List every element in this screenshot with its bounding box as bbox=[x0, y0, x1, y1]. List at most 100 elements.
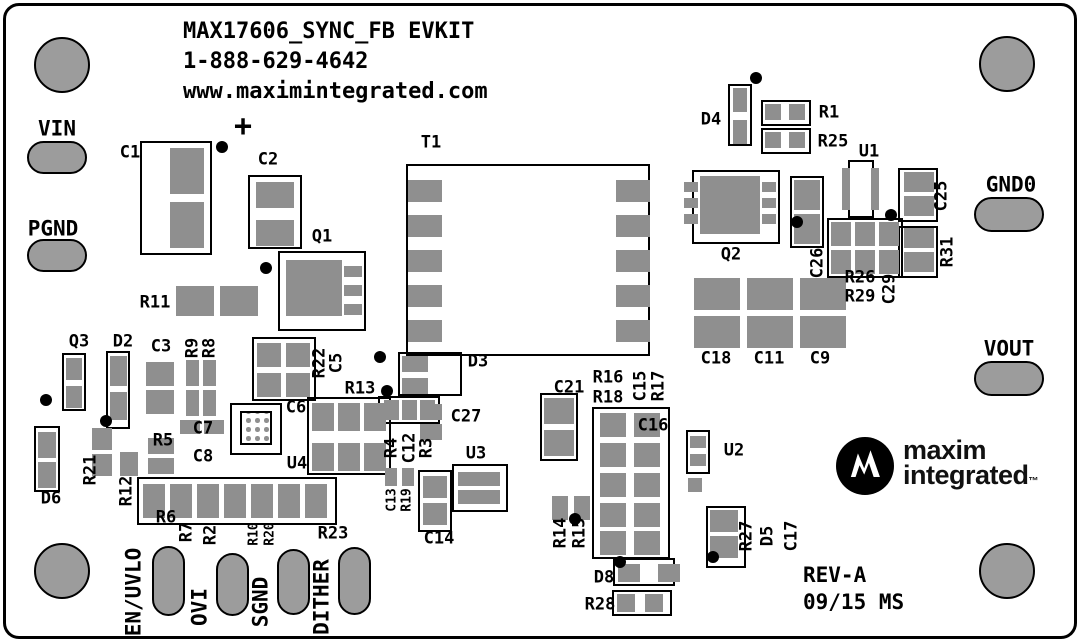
smd-pad bbox=[385, 468, 397, 486]
smd-pad bbox=[110, 392, 127, 420]
component-label: D2 bbox=[112, 331, 134, 352]
smd-pad bbox=[170, 484, 192, 518]
connector-pad-dither bbox=[338, 547, 371, 615]
trademark-symbol: ™ bbox=[1028, 476, 1039, 487]
logo-word-integrated: integrated™ bbox=[903, 460, 1039, 490]
smd-pad bbox=[257, 373, 281, 397]
smd-pad bbox=[904, 228, 934, 248]
smd-pad bbox=[257, 343, 281, 367]
smd-pad bbox=[634, 413, 660, 437]
smd-pad bbox=[762, 182, 776, 192]
connector-pad-vout bbox=[974, 361, 1044, 396]
smd-pad bbox=[544, 430, 574, 456]
smd-pad bbox=[408, 215, 442, 237]
component-label: R29 bbox=[844, 286, 876, 307]
connector-pad-sgnd bbox=[277, 549, 310, 615]
component-label: C7 bbox=[192, 418, 214, 439]
fiducial-dot bbox=[614, 556, 626, 568]
fiducial-dot bbox=[707, 551, 719, 563]
component-label: D4 bbox=[700, 109, 722, 130]
component-label: R13 bbox=[344, 378, 376, 399]
smd-pad bbox=[747, 278, 793, 310]
qfn-footprint bbox=[240, 411, 272, 445]
component-label: Q3 bbox=[68, 331, 90, 352]
smd-pad bbox=[879, 222, 899, 246]
component-outline bbox=[706, 506, 746, 568]
connector-pad-pgnd bbox=[27, 239, 87, 272]
smd-pad bbox=[420, 404, 442, 420]
smd-pad bbox=[634, 443, 660, 467]
component-label: R6 bbox=[155, 507, 177, 528]
smd-pad bbox=[800, 278, 846, 310]
smd-pad bbox=[600, 443, 626, 467]
component-outline bbox=[898, 226, 938, 278]
component-label: R31 bbox=[937, 236, 958, 268]
fiducial-dot bbox=[885, 209, 897, 221]
component-label: D6 bbox=[40, 488, 62, 509]
maxim-monogram-icon bbox=[836, 437, 894, 495]
component-label: C25 bbox=[931, 180, 952, 212]
smd-pad bbox=[203, 360, 216, 386]
component-label: C18 bbox=[700, 348, 732, 369]
smd-pad bbox=[700, 176, 760, 234]
smd-pad bbox=[92, 428, 112, 450]
smd-pad bbox=[402, 468, 414, 486]
component-label: C9 bbox=[809, 348, 831, 369]
component-label: R1 bbox=[818, 102, 840, 123]
component-outline bbox=[540, 393, 578, 461]
smd-pad bbox=[143, 484, 165, 518]
component-label: Q2 bbox=[720, 244, 742, 265]
smd-pad bbox=[458, 490, 500, 504]
smd-pad bbox=[305, 484, 327, 518]
rev-label: REV-A bbox=[803, 563, 867, 587]
smd-pad bbox=[794, 180, 820, 210]
board-title: MAX17606_SYNC_FB EVKIT bbox=[183, 19, 475, 44]
smd-pad bbox=[789, 132, 805, 148]
maxim-logo: maxim integrated™ bbox=[836, 437, 1039, 495]
smd-pad bbox=[733, 88, 747, 112]
smd-pad bbox=[203, 390, 216, 416]
component-label: C2 bbox=[257, 149, 279, 170]
component-label: U3 bbox=[465, 443, 487, 464]
smd-pad bbox=[146, 390, 174, 414]
component-label: R18 bbox=[592, 387, 624, 408]
smd-pad bbox=[904, 172, 934, 192]
component-outline bbox=[252, 337, 316, 401]
smd-pad bbox=[110, 356, 127, 386]
component-outline bbox=[307, 397, 391, 475]
board-url: www.maximintegrated.com bbox=[183, 79, 488, 104]
connector-pad-gnd0 bbox=[974, 197, 1044, 232]
smd-pad bbox=[384, 400, 399, 420]
component-label: C3 bbox=[150, 336, 172, 357]
connector-label-en-uvlo: EN/UVLO bbox=[121, 547, 146, 637]
mounting-hole bbox=[979, 36, 1035, 92]
smd-pad bbox=[204, 420, 224, 434]
smd-pad bbox=[66, 358, 82, 380]
component-label: D3 bbox=[467, 351, 489, 372]
fiducial-dot bbox=[381, 385, 393, 397]
smd-pad bbox=[618, 564, 640, 582]
smd-pad bbox=[616, 250, 650, 272]
smd-pad bbox=[186, 360, 199, 386]
smd-pad bbox=[170, 202, 204, 248]
rev-date: 09/15 MS bbox=[803, 590, 905, 614]
smd-pad bbox=[286, 373, 310, 397]
board-outline bbox=[3, 3, 1077, 639]
component-label: D5 bbox=[757, 525, 778, 547]
smd-pad bbox=[312, 443, 334, 471]
smd-pad bbox=[251, 484, 273, 518]
smd-pad bbox=[408, 250, 442, 272]
component-label: U1 bbox=[858, 141, 880, 162]
component-label: R5 bbox=[152, 430, 174, 451]
mounting-hole bbox=[979, 543, 1035, 599]
smd-pad bbox=[364, 443, 386, 471]
component-label: R2 bbox=[200, 524, 221, 546]
smd-pad bbox=[600, 413, 626, 437]
component-label: C16 bbox=[637, 415, 669, 436]
component-outline bbox=[406, 164, 650, 356]
component-label: R15 bbox=[569, 517, 590, 549]
smd-pad bbox=[344, 285, 362, 296]
smd-pad bbox=[176, 286, 214, 316]
component-label: R25 bbox=[817, 131, 849, 152]
